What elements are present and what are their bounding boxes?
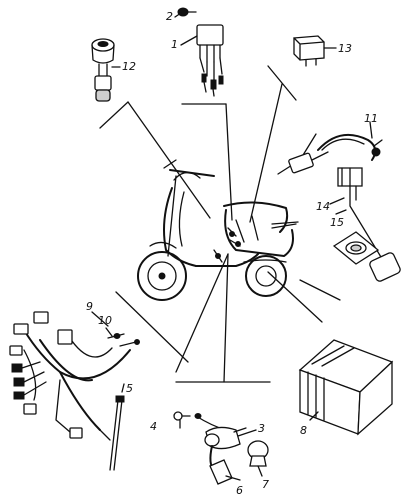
callout-9: 9 <box>86 300 93 313</box>
callout-10: 10 <box>98 314 112 327</box>
part-9-wiring-harness <box>9 311 140 441</box>
part-5-cable-band <box>109 395 125 471</box>
callout-labels: 1 2 3 4 5 6 7 8 9 10 11 12 13 14 15 <box>86 10 378 497</box>
leader-lines <box>99 65 341 383</box>
part-4-bolt <box>173 411 191 421</box>
callout-3: 3 <box>258 422 265 435</box>
part-7-rubber-boot <box>247 440 269 467</box>
part-13-flasher-relay <box>293 35 325 67</box>
callout-leaders <box>91 12 373 481</box>
callout-5: 5 <box>126 382 133 395</box>
callout-4: 4 <box>150 420 157 433</box>
callout-1: 1 <box>171 38 178 51</box>
part-12-ignition-switch <box>91 38 115 102</box>
callout-15: 15 <box>330 216 344 229</box>
callout-12: 12 <box>122 60 136 73</box>
callout-13: 13 <box>338 42 352 55</box>
callout-7: 7 <box>262 478 269 491</box>
callout-6: 6 <box>236 484 243 497</box>
part-3-ignition-coil <box>194 413 247 450</box>
part-1-relay <box>196 24 224 97</box>
part-2-bulb <box>177 7 197 17</box>
callout-11: 11 <box>364 112 378 125</box>
part-11-14-fuel-sender <box>288 133 401 282</box>
part-8-battery <box>298 339 394 436</box>
scooter-illustration <box>137 159 297 301</box>
part-6-plug-cap <box>209 445 233 485</box>
callout-14: 14 <box>316 200 330 213</box>
callout-2: 2 <box>166 10 173 23</box>
callout-8: 8 <box>300 424 307 437</box>
part-15-gasket <box>332 231 380 265</box>
